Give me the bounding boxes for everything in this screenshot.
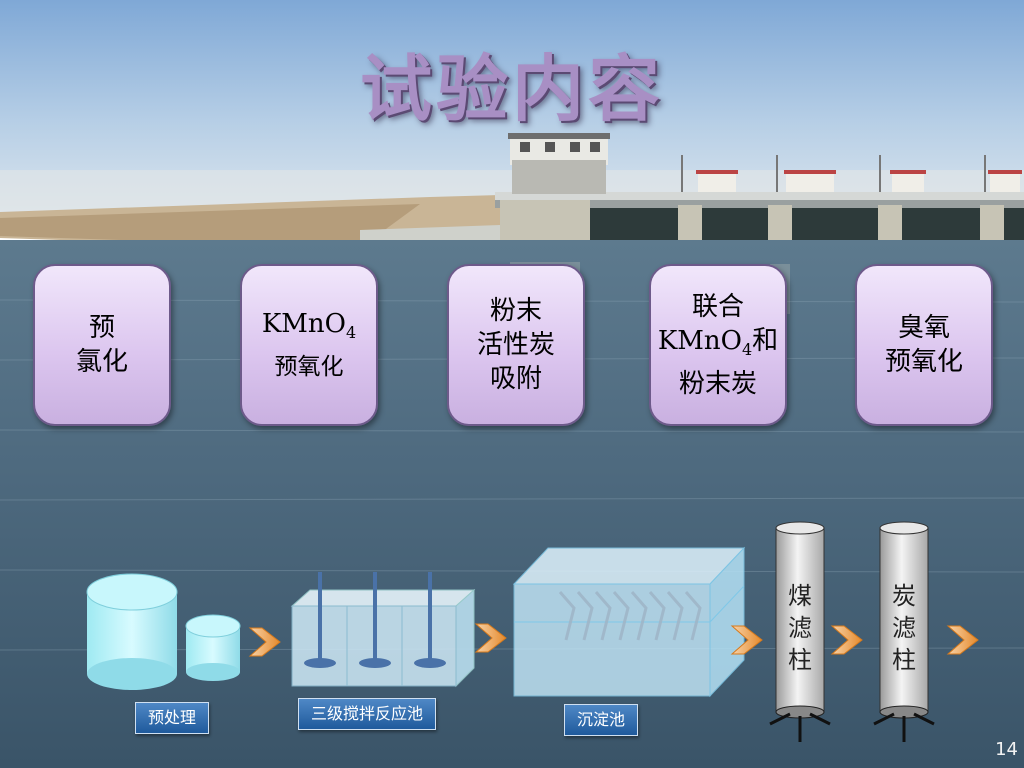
method-card-prechlorination: 预 氯化 bbox=[33, 264, 171, 426]
card-line: 氯化 bbox=[75, 347, 128, 377]
method-card-pac-adsorption: 粉末 活性炭 吸附 bbox=[447, 264, 585, 426]
card-line: 粉末 bbox=[489, 296, 542, 326]
column-char: 煤 bbox=[788, 582, 812, 610]
card-line: 臭氧 bbox=[897, 313, 950, 343]
formula-text: KMnO bbox=[657, 325, 742, 356]
flow-arrow-icon bbox=[830, 625, 863, 655]
flow-arrow-icon bbox=[248, 627, 281, 657]
pretreatment-tanks bbox=[86, 573, 241, 690]
flow-arrow-icon bbox=[474, 623, 507, 653]
card-line: 吸附 bbox=[489, 364, 542, 394]
column-char: 柱 bbox=[788, 646, 812, 674]
coal-filter-column bbox=[769, 521, 831, 742]
label-sedimentation: 沉淀池 bbox=[564, 704, 639, 736]
card-line: 粉末炭 bbox=[678, 368, 757, 399]
coal-filter-label: 煤 滤 柱 bbox=[775, 580, 825, 676]
sedimentation-tank bbox=[512, 546, 746, 698]
card-line: 预氧化 bbox=[884, 347, 963, 377]
method-card-kmno4-preoxidation: KMnO4 预氧化 bbox=[240, 264, 378, 426]
column-char: 炭 bbox=[892, 582, 916, 610]
label-reactor: 三级搅拌反应池 bbox=[298, 698, 437, 730]
card-formula: KMnO4 bbox=[262, 307, 356, 350]
slide-title: 试验内容 bbox=[359, 47, 664, 131]
formula-suffix: 和 bbox=[752, 325, 779, 356]
carbon-filter-label: 炭 滤 柱 bbox=[879, 580, 929, 676]
column-char: 滤 bbox=[892, 614, 916, 642]
flow-arrow-icon bbox=[730, 625, 763, 655]
card-formula: KMnO4和 bbox=[658, 324, 778, 367]
column-char: 滤 bbox=[788, 614, 812, 642]
carbon-filter-column bbox=[873, 521, 935, 742]
card-line: 预氧化 bbox=[274, 353, 344, 380]
card-line: 预 bbox=[88, 313, 115, 343]
method-card-ozone-preoxidation: 臭氧 预氧化 bbox=[855, 264, 993, 426]
card-line: 联合 bbox=[691, 291, 744, 322]
reactor-tanks bbox=[290, 572, 476, 688]
column-char: 柱 bbox=[892, 646, 916, 674]
formula-subscript: 4 bbox=[741, 339, 753, 359]
formula-text: KMnO bbox=[261, 308, 346, 339]
method-card-combined-kmno4-pac: 联合 KMnO4和 粉末炭 bbox=[649, 264, 787, 426]
page-number: 14 bbox=[995, 739, 1018, 760]
flow-arrow-icon bbox=[946, 625, 979, 655]
formula-subscript: 4 bbox=[345, 322, 357, 342]
label-pretreatment: 预处理 bbox=[135, 702, 210, 734]
card-line: 活性炭 bbox=[476, 330, 555, 360]
